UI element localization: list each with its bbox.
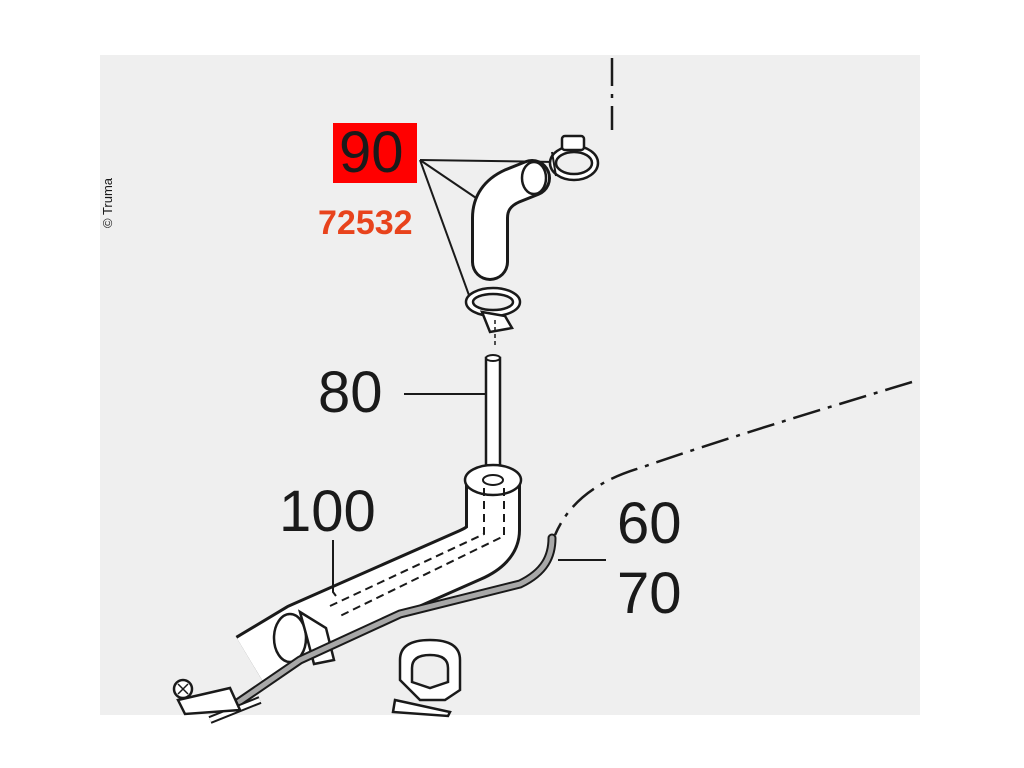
straight-pipe: [484, 354, 502, 472]
hose-clamp-top: [548, 134, 600, 182]
hose-clamp-bottom: [464, 286, 522, 346]
callout-100: 100: [279, 479, 376, 544]
callout-60: 60: [617, 491, 682, 556]
diagram-background: [100, 55, 920, 715]
boundary-line-curve: [553, 380, 913, 536]
callout-70: 70: [617, 561, 682, 626]
bent-hose: [235, 463, 523, 685]
cable-clip: [391, 638, 462, 718]
callout-80: 80: [318, 360, 383, 425]
callout-90[interactable]: 90: [339, 120, 404, 185]
part-90-highlight: [333, 123, 417, 183]
connector: [172, 678, 242, 716]
leader-line-100: [332, 540, 337, 597]
part-number-label[interactable]: 72532: [318, 204, 413, 242]
elbow-hose: [471, 159, 551, 281]
copyright-text: © Truma: [100, 177, 115, 228]
